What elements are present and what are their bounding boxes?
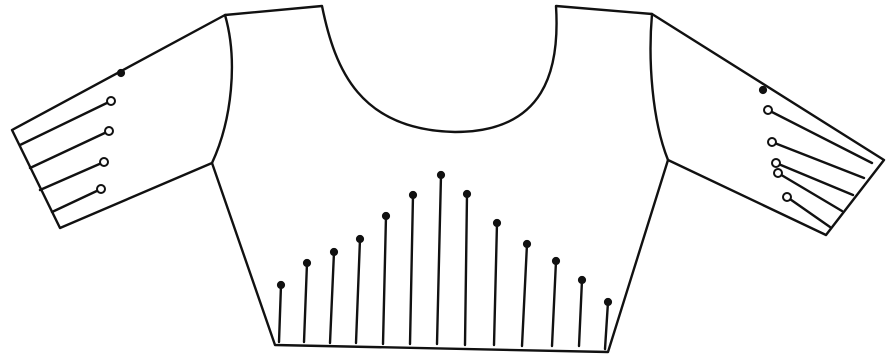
right-sleeve <box>650 12 886 237</box>
front-pintuck-10-bead <box>522 239 532 249</box>
right-sleeve-pintuck-3-line <box>774 161 855 197</box>
front-pintuck-9-line <box>492 221 499 347</box>
right-sleeve-pintuck-2-bead <box>767 137 777 147</box>
front-pintuck-8-bead <box>462 189 472 199</box>
front-pintuck-7-bead <box>436 170 446 180</box>
front-pintuck-13-bead <box>603 297 613 307</box>
front-pintuck-1-bead <box>276 280 286 290</box>
front-pintuck-2-line <box>302 261 309 344</box>
left-sleeve-pintuck-2-bead <box>104 126 114 136</box>
bodice-outline <box>210 4 670 354</box>
front-pintuck-1-line <box>277 283 283 344</box>
left-sleeve-pintucks <box>18 96 116 214</box>
right-sleeve-pintuck-4-bead <box>773 168 783 178</box>
front-pintuck-6-bead <box>408 190 418 200</box>
front-pintuck-13-line <box>603 300 610 351</box>
front-pintuck-12-line <box>577 278 584 348</box>
right-sleeve-pintuck-5-line <box>785 195 832 229</box>
right-sleeve-pintuck-2-line <box>770 140 866 180</box>
front-pintuck-4-bead <box>355 234 365 244</box>
right-sleeve-pintuck-1-bead <box>763 105 773 115</box>
front-pintuck-11-line <box>550 259 558 348</box>
front-pintuck-8-line <box>463 192 469 347</box>
left-sleeve-pintuck-4-line <box>50 187 103 214</box>
front-pintuck-3-bead <box>329 247 339 257</box>
front-pintuck-9-bead <box>492 218 502 228</box>
front-pintuck-11-bead <box>551 256 561 266</box>
right-sleeve-pintucks <box>763 105 874 229</box>
front-pintucks <box>276 170 613 351</box>
right-sleeve-dot <box>758 85 768 95</box>
left-sleeve-pintuck-2-line <box>28 129 111 170</box>
right-sleeve-pintuck-4-line <box>776 171 844 213</box>
front-pintuck-6-line <box>408 193 415 346</box>
left-sleeve-pintuck-1-bead <box>106 96 116 106</box>
right-sleeve-pintuck-1-line <box>766 108 874 165</box>
left-sleeve-pintuck-4-bead <box>96 184 106 194</box>
left-sleeve-pintuck-1-line <box>18 99 113 147</box>
left-sleeve-pintuck-3-bead <box>99 157 109 167</box>
front-pintuck-12-bead <box>577 275 587 285</box>
front-pintuck-2-bead <box>302 258 312 268</box>
left-sleeve-dot <box>116 68 126 78</box>
front-pintuck-10-line <box>520 242 529 348</box>
right-sleeve-pintuck-3-bead <box>771 158 781 168</box>
front-pintuck-5-line <box>381 214 388 346</box>
front-pintuck-7-line <box>435 173 443 346</box>
right-sleeve-pintuck-5-bead <box>782 192 792 202</box>
left-sleeve-pintuck-3-line <box>38 160 106 192</box>
left-sleeve <box>10 13 227 230</box>
front-pintuck-4-line <box>354 237 362 345</box>
front-pintuck-5-bead <box>381 211 391 221</box>
front-pintuck-3-line <box>328 250 336 345</box>
